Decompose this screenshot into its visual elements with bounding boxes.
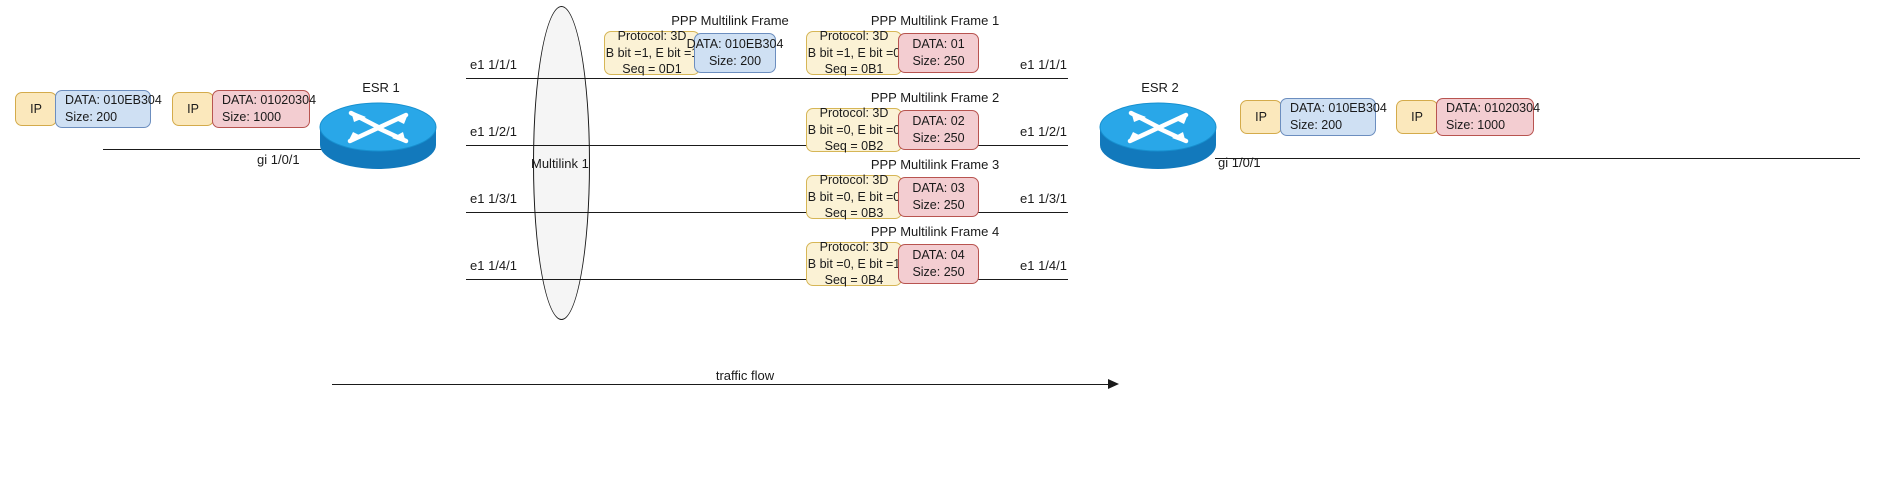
left-lan-link-line [103, 149, 353, 150]
traffic-flow-label: traffic flow [715, 368, 775, 383]
right-router-title: ESR 2 [1141, 80, 1179, 95]
left-packet-1-payload: DATA: 010EB304 Size: 200 [55, 90, 162, 128]
link-2-left-port-label: e1 1/2/1 [470, 124, 517, 139]
link-3-frame-header: Protocol: 3D B bit =0, E bit =0 Seq = 0B… [806, 172, 902, 221]
link-3-left-port-label: e1 1/3/1 [470, 191, 517, 206]
right-packet-1-ip-label: IP [1255, 109, 1267, 124]
link-3-frame-caption: PPP Multilink Frame 3 [870, 157, 1000, 172]
left-packet-2-size: Size: 1000 [222, 110, 282, 124]
right-packet-2-size: Size: 1000 [1446, 118, 1506, 132]
traffic-flow-arrow-head-icon [1108, 379, 1119, 389]
right-packet-2-ip-label: IP [1411, 109, 1423, 124]
link-2-frame-bits: B bit =0, E bit =0 [807, 122, 901, 137]
link-4-left-port-label: e1 1/4/1 [470, 258, 517, 273]
link-1-right-port-label: e1 1/1/1 [1020, 57, 1067, 72]
link-1-extra-frame-bits: B bit =1, E bit =1 [605, 45, 699, 60]
left-packet-2-ip-header: IP [172, 92, 214, 126]
link-4-line [466, 279, 1068, 280]
link-3-frame-payload: DATA: 03 Size: 250 [898, 177, 979, 217]
link-1-extra-frame-seq: Seq = 0D1 [622, 62, 682, 77]
right-packet-2-payload: DATA: 01020304 Size: 1000 [1436, 98, 1541, 136]
left-packet-2-data: DATA: 01020304 [222, 93, 317, 108]
link-4-frame-data: DATA: 04 [912, 248, 965, 263]
link-1-frame-protocol: Protocol: 3D [819, 28, 889, 43]
link-1-frame-caption: PPP Multilink Frame 1 [870, 13, 1000, 28]
left-router-port-label: gi 1/0/1 [257, 152, 300, 167]
link-1-frame-bits: B bit =1, E bit =0 [807, 45, 901, 60]
link-2-frame-seq: Seq = 0B2 [824, 139, 884, 154]
link-1-extra-frame-payload: DATA: 010EB304 Size: 200 [687, 33, 783, 73]
right-packet-1-ip-header: IP [1240, 100, 1282, 134]
right-lan-link-line [1215, 158, 1860, 159]
link-1-extra-frame-protocol: Protocol: 3D [617, 28, 687, 43]
link-3-frame-bits: B bit =0, E bit =0 [807, 189, 901, 204]
link-2-frame-data: DATA: 02 [912, 114, 965, 129]
right-router-port-label: gi 1/0/1 [1218, 155, 1261, 170]
right-packet-1-data: DATA: 010EB304 [1290, 101, 1387, 116]
link-1-frame-header: Protocol: 3D B bit =1, E bit =0 Seq = 0B… [806, 28, 902, 77]
router-esr1-icon [318, 97, 438, 175]
link-4-right-port-label: e1 1/4/1 [1020, 258, 1067, 273]
link-1-extra-frame-data: DATA: 010EB304 [686, 37, 784, 52]
link-1-frame-size: Size: 250 [912, 54, 965, 68]
link-2-line [466, 145, 1068, 146]
link-1-frame-seq: Seq = 0B1 [824, 62, 884, 77]
left-packet-1-ip-header: IP [15, 92, 57, 126]
link-3-frame-protocol: Protocol: 3D [819, 172, 889, 187]
multilink-bundle-ellipse [533, 6, 590, 320]
link-2-frame-protocol: Protocol: 3D [819, 105, 889, 120]
link-3-frame-seq: Seq = 0B3 [824, 206, 884, 221]
left-packet-1-ip-label: IP [30, 101, 42, 116]
left-router-title: ESR 1 [362, 80, 400, 95]
link-1-extra-frame-header: Protocol: 3D B bit =1, E bit =1 Seq = 0D… [604, 28, 700, 77]
link-1-extra-frame-caption: PPP Multilink Frame [671, 13, 789, 28]
link-2-frame-caption: PPP Multilink Frame 2 [870, 90, 1000, 105]
link-4-frame-caption: PPP Multilink Frame 4 [870, 224, 1000, 239]
left-packet-2-payload: DATA: 01020304 Size: 1000 [212, 90, 317, 128]
link-3-frame-data: DATA: 03 [912, 181, 965, 196]
router-esr2-icon [1098, 97, 1218, 175]
link-4-frame-seq: Seq = 0B4 [824, 273, 884, 288]
link-2-frame-payload: DATA: 02 Size: 250 [898, 110, 979, 150]
traffic-flow-arrow-line [332, 384, 1110, 385]
right-packet-1-size: Size: 200 [1290, 118, 1343, 132]
link-4-frame-payload: DATA: 04 Size: 250 [898, 244, 979, 284]
right-packet-2-data: DATA: 01020304 [1446, 101, 1541, 116]
link-1-left-port-label: e1 1/1/1 [470, 57, 517, 72]
link-1-frame-payload: DATA: 01 Size: 250 [898, 33, 979, 73]
link-2-right-port-label: e1 1/2/1 [1020, 124, 1067, 139]
right-packet-1-payload: DATA: 010EB304 Size: 200 [1280, 98, 1387, 136]
link-1-line [466, 78, 1068, 79]
link-1-frame-data: DATA: 01 [912, 37, 965, 52]
link-1-extra-frame-size: Size: 200 [708, 54, 762, 68]
link-3-line [466, 212, 1068, 213]
link-4-frame-header: Protocol: 3D B bit =0, E bit =1 Seq = 0B… [806, 239, 902, 288]
right-packet-2-ip-header: IP [1396, 100, 1438, 134]
left-packet-1-size: Size: 200 [65, 110, 118, 124]
link-2-frame-size: Size: 250 [912, 131, 965, 145]
left-packet-1-data: DATA: 010EB304 [65, 93, 162, 108]
multilink-bundle-label: Multilink 1 [531, 156, 589, 171]
left-packet-2-ip-label: IP [187, 101, 199, 116]
link-4-frame-protocol: Protocol: 3D [819, 239, 889, 254]
link-4-frame-bits: B bit =0, E bit =1 [807, 256, 901, 271]
link-4-frame-size: Size: 250 [912, 265, 965, 279]
link-3-right-port-label: e1 1/3/1 [1020, 191, 1067, 206]
link-2-frame-header: Protocol: 3D B bit =0, E bit =0 Seq = 0B… [806, 105, 902, 154]
link-3-frame-size: Size: 250 [912, 198, 965, 212]
